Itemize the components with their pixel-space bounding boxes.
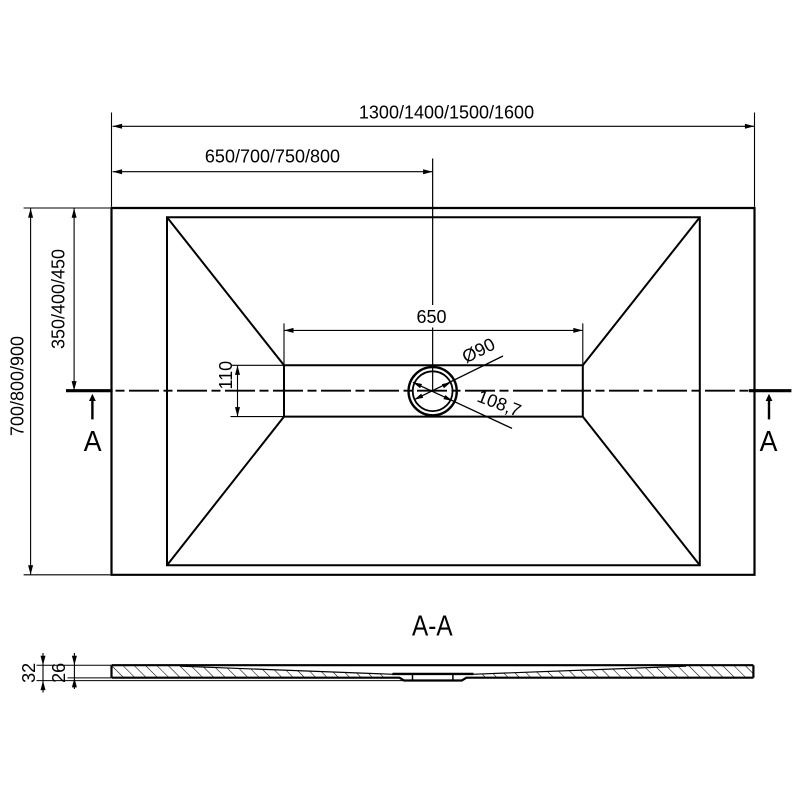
svg-text:A: A	[84, 425, 102, 457]
svg-text:A-A: A-A	[412, 610, 453, 642]
svg-text:1300/1400/1500/1600: 1300/1400/1500/1600	[359, 103, 534, 123]
svg-text:700/800/900: 700/800/900	[8, 336, 28, 436]
svg-text:A: A	[760, 425, 778, 457]
svg-text:110: 110	[216, 361, 236, 390]
svg-text:650: 650	[416, 307, 446, 327]
svg-text:650/700/750/800: 650/700/750/800	[205, 146, 340, 166]
svg-text:26: 26	[49, 663, 69, 683]
svg-text:32: 32	[19, 663, 39, 683]
svg-text:350/400/450: 350/400/450	[49, 249, 69, 349]
